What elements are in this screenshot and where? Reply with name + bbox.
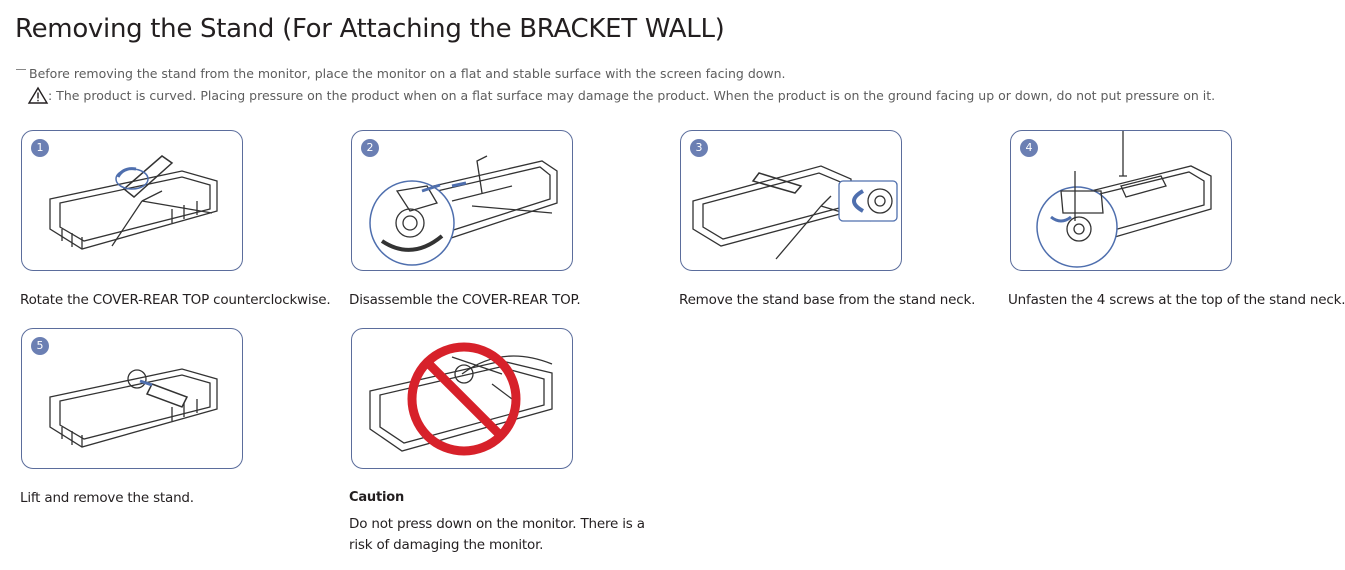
monitor-stand-illustration	[369, 342, 553, 456]
warning-triangle-icon	[27, 86, 49, 104]
caution-figure	[351, 328, 573, 469]
warning-text: : The product is curved. Placing pressur…	[27, 86, 1216, 104]
step-number-badge: 4	[1020, 139, 1038, 157]
caution-text: Do not press down on the monitor. There …	[349, 516, 645, 553]
monitor-stand-illustration	[369, 155, 558, 266]
monitor-stand-illustration	[692, 165, 898, 260]
monitor-stand-illustration	[49, 155, 218, 250]
step-number-badge: 1	[31, 139, 49, 157]
step-1-caption: Rotate the COVER-REAR TOP counterclockwi…	[20, 292, 331, 308]
step-3-figure: 3	[680, 130, 902, 271]
monitor-stand-illustration	[49, 368, 218, 448]
step-1-figure: 1	[21, 130, 243, 271]
note-label: Before removing the stand from the monit…	[29, 66, 786, 81]
step-4-figure: 4	[1010, 130, 1232, 271]
caution-title: Caution	[349, 490, 405, 505]
step-number-badge: 5	[31, 337, 49, 355]
prohibited-icon	[407, 342, 521, 456]
note-dash	[16, 69, 26, 70]
step-3-caption: Remove the stand base from the stand nec…	[679, 292, 976, 308]
step-5-figure: 5	[21, 328, 243, 469]
step-2-caption: Disassemble the COVER-REAR TOP.	[349, 292, 581, 308]
note-text: Before removing the stand from the monit…	[16, 66, 786, 81]
step-2-figure: 2	[351, 130, 573, 271]
step-number-badge: 2	[361, 139, 379, 157]
warning-label: : The product is curved. Placing pressur…	[48, 88, 1216, 103]
monitor-stand-illustration	[1036, 131, 1212, 268]
step-5-caption: Lift and remove the stand.	[20, 490, 194, 506]
page-title: Removing the Stand (For Attaching the BR…	[15, 14, 725, 44]
step-4-caption: Unfasten the 4 screws at the top of the …	[1008, 292, 1345, 308]
step-number-badge: 3	[690, 139, 708, 157]
